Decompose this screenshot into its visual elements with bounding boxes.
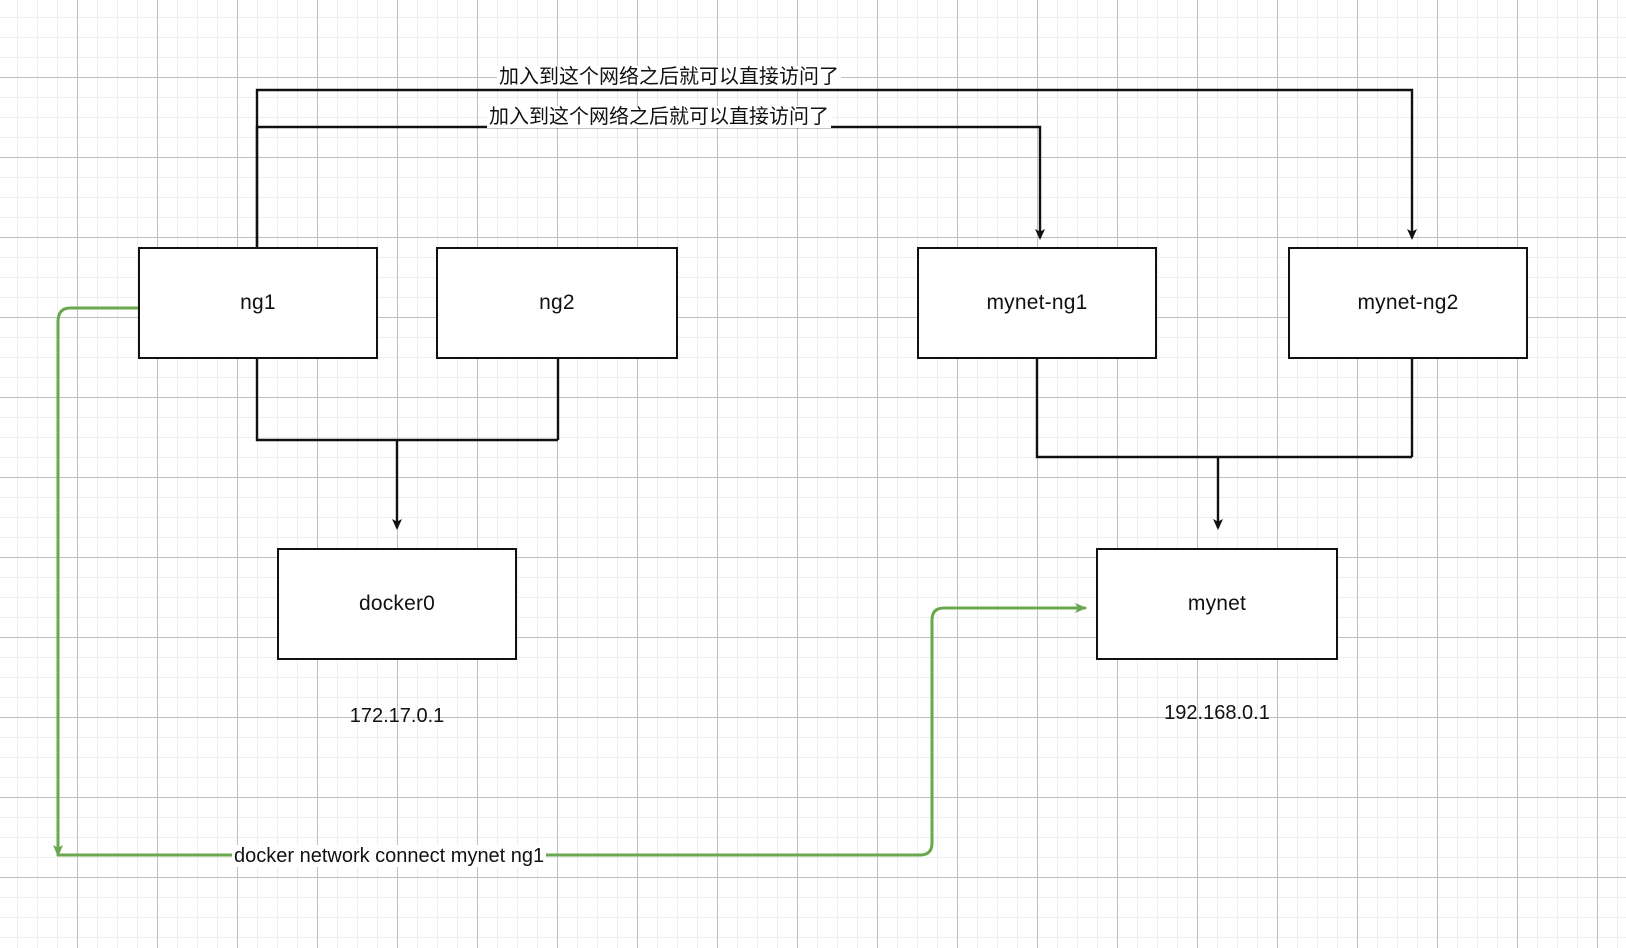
edge-mynet-ng1-down [1035,358,1412,459]
label-docker-network-connect-command: docker network connect mynet ng1 [232,845,547,867]
node-ng2-label: ng2 [539,291,575,314]
edge-ng1-to-mynet-ng2 [255,88,1417,247]
node-ng1-label: ng1 [240,291,276,314]
edge-label-join-network-top: 加入到这个网络之后就可以直接访问了 [497,66,841,88]
edge-ng1-down [255,358,558,442]
node-ng1[interactable]: ng1 [138,247,378,359]
node-docker0-label: docker0 [358,592,436,615]
node-ng2[interactable]: ng2 [436,247,678,359]
node-mynet-ng1-label: mynet-ng1 [986,291,1088,314]
node-mynet-ng2[interactable]: mynet-ng2 [1288,247,1528,359]
edge-connect-command-to-ng1 [53,306,140,857]
edge-label-join-network-second: 加入到这个网络之后就可以直接访问了 [487,106,831,128]
node-mynet-label: mynet [1187,592,1247,615]
node-mynet[interactable]: mynet [1096,548,1338,660]
edge-connect-command-bottom [56,603,1087,857]
node-docker0[interactable]: docker0 [277,548,517,660]
edge-ng1-to-mynet-ng1 [255,125,1045,247]
node-mynet-ng2-label: mynet-ng2 [1357,291,1459,314]
caption-mynet-ip: 192.168.0.1 [1164,702,1270,724]
node-mynet-ng1[interactable]: mynet-ng1 [917,247,1157,359]
caption-docker0-ip: 172.17.0.1 [349,705,445,727]
